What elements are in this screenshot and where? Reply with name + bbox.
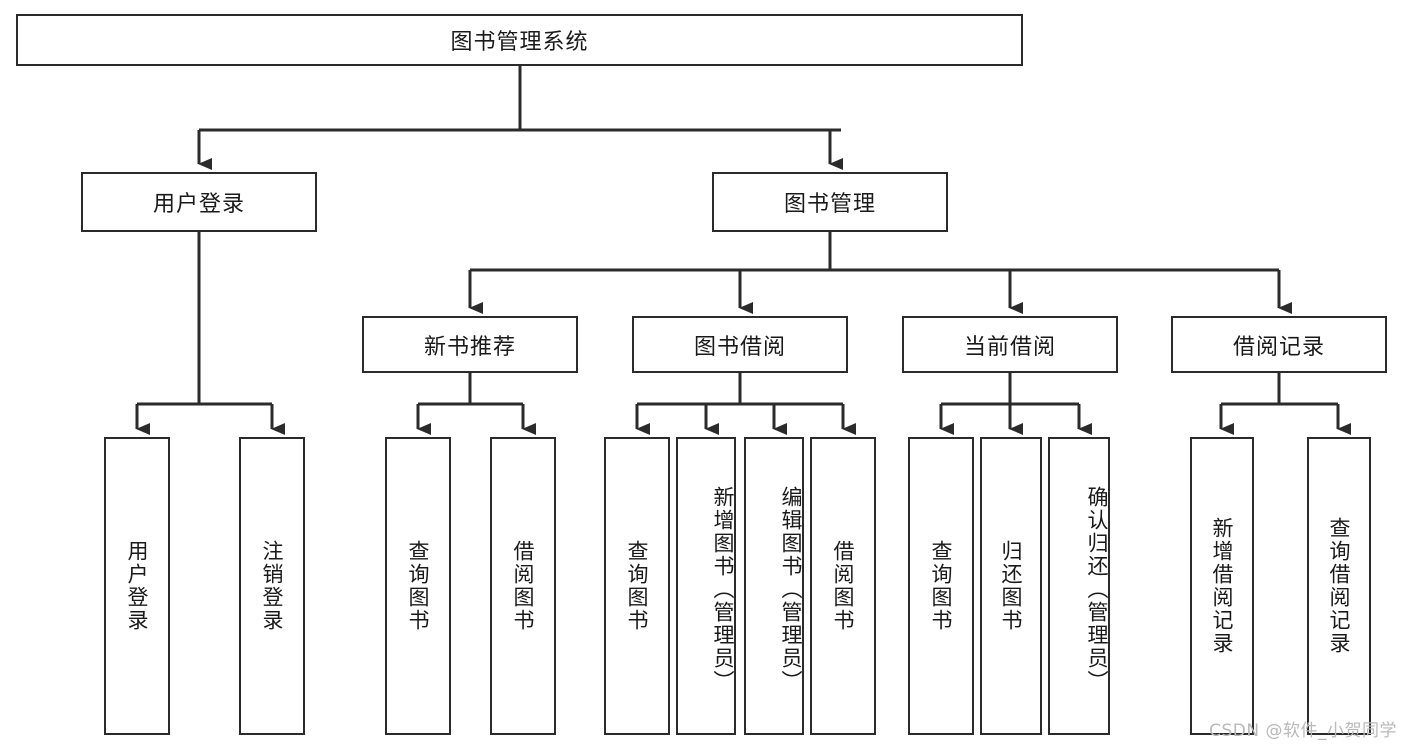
leaf-query-book-borrow[interactable]: 查询图书 xyxy=(604,437,670,735)
leaf-query-borrow-record-label: 查询借阅记录 xyxy=(1327,517,1352,655)
node-book-manage-label: 图书管理 xyxy=(783,192,876,217)
leaf-add-book-admin-label: 新增图书（管理员） xyxy=(711,485,735,693)
node-current-borrow[interactable]: 当前借阅 xyxy=(902,316,1118,373)
leaf-confirm-return-admin-label: 确认归还（管理员） xyxy=(1085,485,1109,693)
edge-group-current-borrow xyxy=(939,373,1092,435)
leaf-return-book-label: 归还图书 xyxy=(999,540,1024,632)
leaf-borrow-book-new[interactable]: 借阅图书 xyxy=(490,437,556,735)
leaf-borrow-book-new-label: 借阅图书 xyxy=(511,540,536,632)
edge-group-book-manage xyxy=(468,232,1292,314)
edge-group-user-login xyxy=(135,232,285,435)
leaf-edit-book-admin-label: 编辑图书（管理员） xyxy=(779,485,803,693)
node-book-borrow[interactable]: 图书借阅 xyxy=(632,316,848,373)
leaf-query-book-new-label: 查询图书 xyxy=(406,540,431,632)
node-user-login[interactable]: 用户登录 xyxy=(81,172,317,232)
edge-group-root xyxy=(197,66,843,170)
leaf-borrow-book-borrow-label: 借阅图书 xyxy=(831,540,856,632)
leaf-add-borrow-record[interactable]: 新增借阅记录 xyxy=(1190,437,1254,735)
leaf-confirm-return-admin[interactable]: 确认归还（管理员） xyxy=(1048,437,1110,735)
leaf-user-login-label: 用户登录 xyxy=(125,540,150,632)
edge-group-borrow-record xyxy=(1219,373,1351,435)
leaf-return-book[interactable]: 归还图书 xyxy=(980,437,1042,735)
leaf-logout-label: 注销登录 xyxy=(260,540,285,632)
leaf-query-book-new[interactable]: 查询图书 xyxy=(385,437,451,735)
leaf-query-book-current[interactable]: 查询图书 xyxy=(908,437,974,735)
leaf-logout[interactable]: 注销登录 xyxy=(239,437,305,735)
node-borrow-record-label: 借阅记录 xyxy=(1232,334,1325,360)
leaf-add-borrow-record-label: 新增借阅记录 xyxy=(1210,517,1235,655)
edge-group-book-borrow xyxy=(635,373,856,435)
leaf-query-book-borrow-label: 查询图书 xyxy=(625,540,650,632)
node-current-borrow-label: 当前借阅 xyxy=(963,334,1056,360)
node-book-manage[interactable]: 图书管理 xyxy=(712,172,948,232)
leaf-query-book-current-label: 查询图书 xyxy=(929,540,954,632)
node-book-borrow-label: 图书借阅 xyxy=(693,334,786,360)
leaf-edit-book-admin[interactable]: 编辑图书（管理员） xyxy=(744,437,804,735)
node-root-system[interactable]: 图书管理系统 xyxy=(16,14,1023,66)
leaf-query-borrow-record[interactable]: 查询借阅记录 xyxy=(1307,437,1371,735)
node-borrow-record[interactable]: 借阅记录 xyxy=(1171,316,1387,373)
node-new-book-recommend-label: 新书推荐 xyxy=(423,334,516,360)
leaf-user-login[interactable]: 用户登录 xyxy=(104,437,170,735)
node-root-system-label: 图书管理系统 xyxy=(450,30,589,55)
edge-group-new-book xyxy=(416,373,536,435)
csdn-watermark: CSDN @软件_小贺同学 xyxy=(1209,721,1397,741)
node-user-login-label: 用户登录 xyxy=(152,192,245,217)
node-new-book-recommend[interactable]: 新书推荐 xyxy=(362,316,578,373)
leaf-add-book-admin[interactable]: 新增图书（管理员） xyxy=(676,437,736,735)
leaf-borrow-book-borrow[interactable]: 借阅图书 xyxy=(810,437,876,735)
